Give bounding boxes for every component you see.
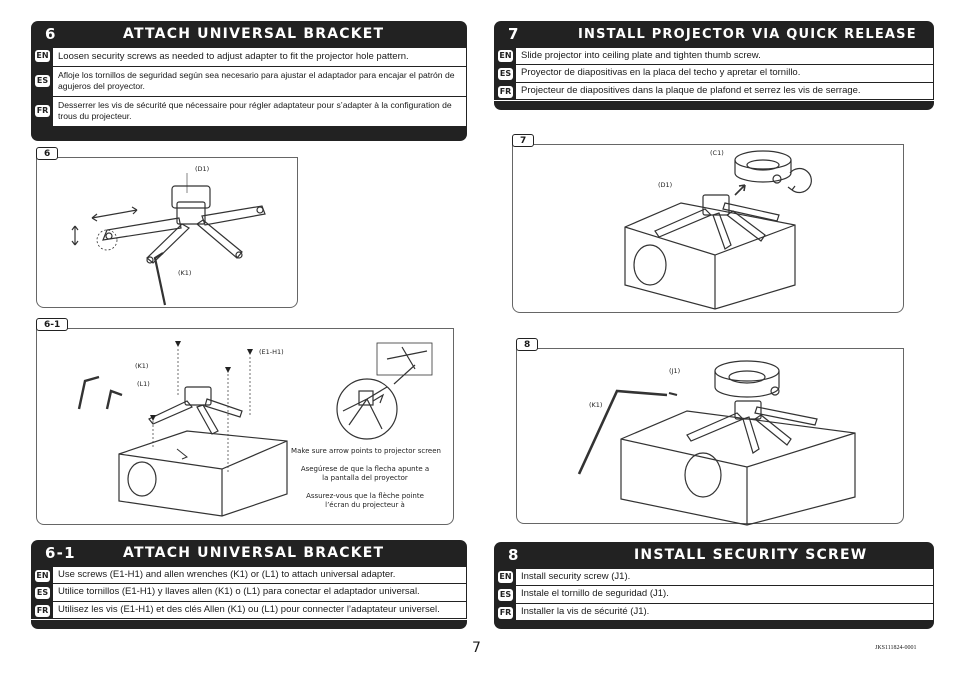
lang-badge-en: EN (498, 571, 513, 583)
section-number: 7 (508, 25, 520, 43)
instruction-row-es: ES Instale el tornillo de seguridad (J1)… (494, 585, 934, 603)
instruction-text-en: Install security screw (J1). (516, 568, 934, 585)
instruction-text-fr: Installer la vis de sécurité (J1). (516, 603, 934, 621)
figure-7-panel: 7 (C1) (D1) (512, 134, 904, 313)
instruction-text-es: Proyector de diapositivas en la placa de… (516, 64, 934, 82)
lang-badge-fr: FR (35, 105, 50, 117)
section-footer-bar (31, 620, 467, 629)
figure-6-tab: 6 (36, 147, 59, 160)
label-l1: (L1) (137, 380, 150, 388)
label-k1: (K1) (589, 401, 603, 409)
label-k1: (K1) (178, 269, 192, 277)
instruction-text-en: Use screws (E1-H1) and allen wrenches (K… (53, 566, 467, 583)
section-footer-bar (31, 127, 467, 141)
instruction-row-fr: FR Projecteur de diapositives dans la pl… (494, 82, 934, 100)
lang-badge-en: EN (35, 50, 50, 62)
section-footer-bar (494, 101, 934, 110)
section-7: 7 INSTALL PROJECTOR VIA QUICK RELEASE EN… (494, 21, 934, 110)
figure-6-panel: 6 (D1) (K1) (36, 147, 298, 308)
instruction-row-en: EN Loosen security screws as needed to a… (31, 47, 467, 66)
section-number: 6 (45, 25, 57, 43)
lang-badge-fr: FR (35, 605, 50, 617)
figure-6-1-panel: 6-1 (K1) (L1) (E1-H1) Make sure arrow po… (36, 318, 454, 525)
quick-release-illustration (624, 150, 812, 310)
arrow-note-es: Asegúrese de que la flecha apunte a la p… (300, 465, 430, 482)
label-j1: (J1) (669, 367, 681, 375)
label-c1: (C1) (710, 149, 724, 157)
instruction-text-fr: Desserrer les vis de sécurité que nécess… (53, 96, 467, 127)
instruction-text-es: Utilice tornillos (E1-H1) y llaves allen… (53, 583, 467, 601)
instruction-row-fr: FR Installer la vis de sécurité (J1). (494, 603, 934, 621)
instruction-text-fr: Projecteur de diapositives dans la plaqu… (516, 82, 934, 100)
section-number: 6-1 (45, 544, 76, 562)
lang-badge-es: ES (498, 589, 513, 601)
arrow-note-fr: Assurez-vous que la flèche pointe l’écra… (306, 492, 424, 509)
label-d1: (D1) (195, 165, 210, 173)
section-title: ATTACH UNIVERSAL BRACKET (123, 26, 385, 42)
page-number: 7 (472, 640, 481, 656)
section-title: INSTALL PROJECTOR VIA QUICK RELEASE (578, 27, 917, 42)
instruction-row-es: ES Proyector de diapositivas en la placa… (494, 64, 934, 82)
instruction-text-fr: Utilisez les vis (E1-H1) et des clés All… (53, 601, 467, 619)
instruction-text-en: Loosen security screws as needed to adju… (53, 47, 467, 66)
arrow-note-en: Make sure arrow points to projector scre… (291, 447, 441, 455)
instruction-text-es: Afloje los tornillos de seguridad según … (53, 66, 467, 96)
instruction-row-es: ES Afloje los tornillos de seguridad seg… (31, 66, 467, 96)
bracket-adjust-illustration (71, 173, 266, 306)
document-code: JKS111824-0001 (875, 645, 917, 651)
section-8: 8 INSTALL SECURITY SCREW EN Install secu… (494, 542, 934, 629)
section-number: 8 (508, 546, 520, 564)
section-6-1: 6-1 ATTACH UNIVERSAL BRACKET EN Use scre… (31, 540, 467, 629)
lang-badge-en: EN (35, 570, 50, 582)
section-7-header: 7 INSTALL PROJECTOR VIA QUICK RELEASE (494, 21, 934, 47)
figure-8-panel: 8 (J1) (K1) (516, 338, 904, 526)
lang-badge-es: ES (35, 587, 50, 599)
figure-7-tab: 7 (512, 134, 535, 147)
figure-6-1-tab: 6-1 (36, 318, 69, 331)
label-e1-h1: (E1-H1) (259, 348, 284, 356)
instruction-row-en: EN Install security screw (J1). (494, 568, 934, 585)
section-6-1-header: 6-1 ATTACH UNIVERSAL BRACKET (31, 540, 467, 566)
section-title: ATTACH UNIVERSAL BRACKET (123, 545, 385, 561)
section-8-header: 8 INSTALL SECURITY SCREW (494, 542, 934, 568)
section-6-header: 6 ATTACH UNIVERSAL BRACKET (31, 21, 467, 47)
lang-badge-en: EN (498, 50, 513, 62)
lang-badge-fr: FR (498, 607, 513, 619)
label-d1: (D1) (658, 181, 673, 189)
section-footer-bar (494, 620, 934, 629)
instruction-row-fr: FR Utilisez les vis (E1-H1) et des clés … (31, 601, 467, 619)
bracket-attach-illustration (77, 341, 433, 517)
instruction-row-en: EN Use screws (E1-H1) and allen wrenches… (31, 566, 467, 583)
lang-badge-es: ES (498, 68, 513, 80)
lang-badge-es: ES (35, 75, 50, 87)
instruction-row-es: ES Utilice tornillos (E1-H1) y llaves al… (31, 583, 467, 601)
instruction-text-en: Slide projector into ceiling plate and t… (516, 47, 934, 64)
security-screw-illustration (577, 360, 856, 526)
lang-badge-fr: FR (498, 86, 513, 98)
instruction-row-en: EN Slide projector into ceiling plate an… (494, 47, 934, 64)
label-k1: (K1) (135, 362, 149, 370)
instruction-text-es: Instale el tornillo de seguridad (J1). (516, 585, 934, 603)
instruction-row-fr: FR Desserrer les vis de sécurité que néc… (31, 96, 467, 127)
figure-8-tab: 8 (516, 338, 539, 351)
section-6: 6 ATTACH UNIVERSAL BRACKET EN Loosen sec… (31, 21, 467, 141)
section-title: INSTALL SECURITY SCREW (634, 547, 868, 563)
